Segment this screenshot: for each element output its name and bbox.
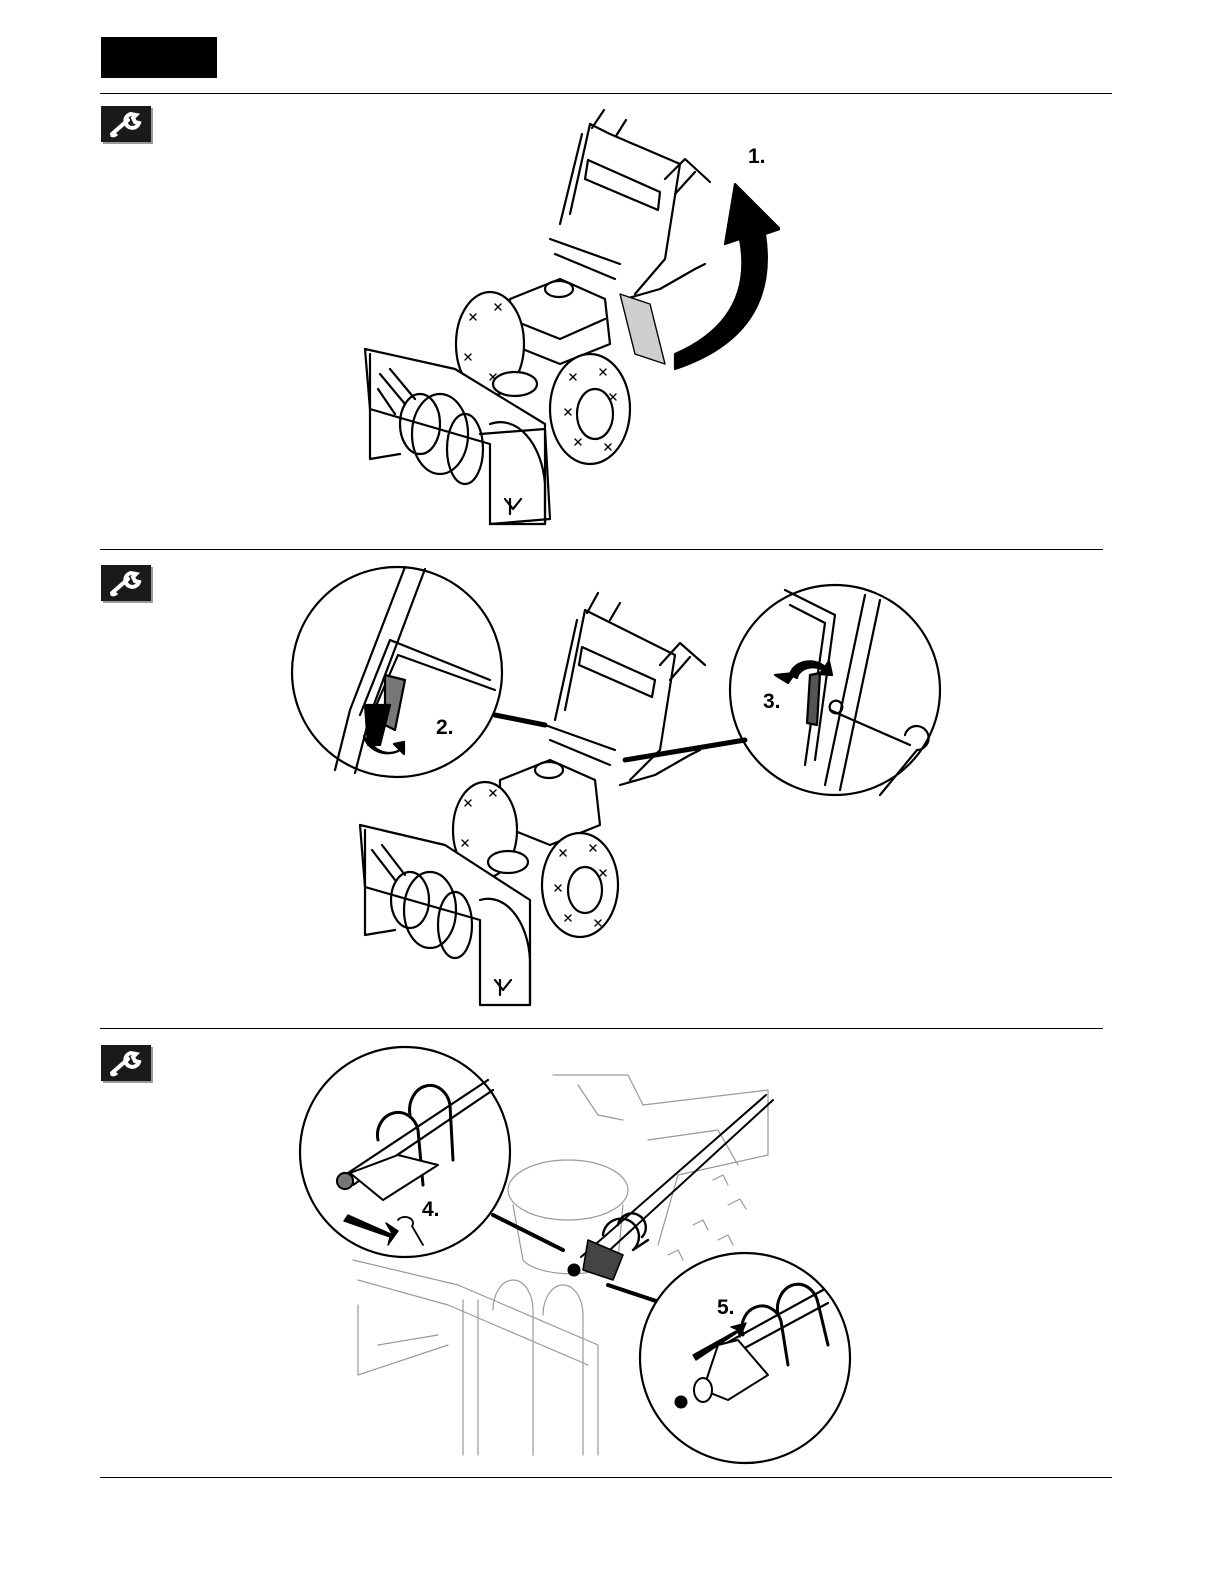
snowblower-illustration-2 [290, 565, 945, 1010]
step-label-4: 4. [422, 1198, 440, 1222]
step-label-5: 5. [717, 1296, 735, 1320]
step-label-1: 1. [748, 145, 766, 169]
header-rule [100, 93, 1112, 94]
chute-rod-illustration [298, 1045, 853, 1465]
section-tab [101, 37, 217, 78]
step-label-2: 2. [436, 716, 454, 740]
footer-rule [100, 1477, 1112, 1478]
step-label-3: 3. [763, 690, 781, 714]
wrench-icon [101, 1045, 151, 1081]
section-divider-2 [100, 1028, 1103, 1029]
wrench-icon [101, 565, 151, 601]
wrench-icon [101, 106, 151, 142]
section-divider-1 [100, 549, 1103, 550]
snowblower-illustration-1 [360, 104, 780, 534]
